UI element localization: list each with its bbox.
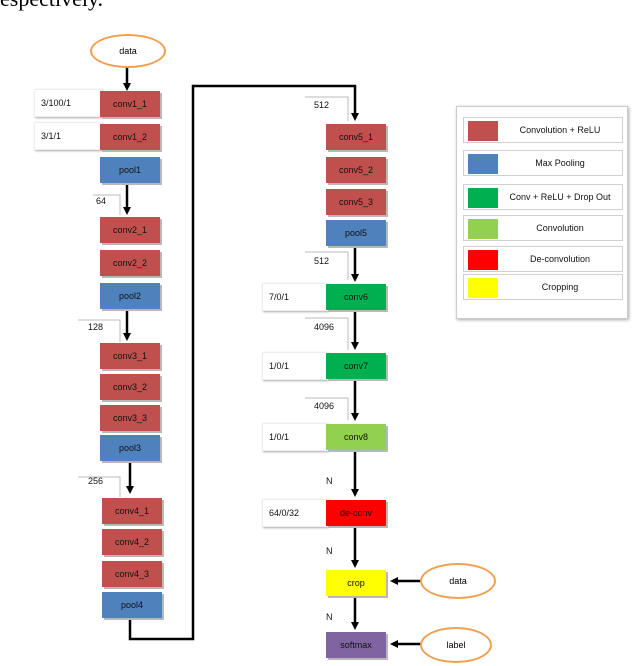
conv1-2-block: conv1_2 xyxy=(100,124,160,150)
legend-item: Conv + ReLU + Drop Out xyxy=(463,184,623,210)
legend-item: Cropping xyxy=(463,274,623,300)
conv5-3-block: conv5_3 xyxy=(326,189,386,215)
crop-block: crop xyxy=(326,570,386,596)
conv6-block: conv6 xyxy=(326,284,386,310)
pool3-block: pool3 xyxy=(100,435,160,461)
conv8-param: 1/0/1 xyxy=(262,423,328,451)
pool1-block: pool1 xyxy=(100,157,160,183)
legend: Convolution + ReLU Max Pooling Conv + Re… xyxy=(456,106,628,319)
conv8-block: conv8 xyxy=(326,424,386,450)
deconv-block: de-conv xyxy=(326,500,386,526)
legend-item: Max Pooling xyxy=(463,150,623,176)
legend-swatch xyxy=(468,154,498,174)
legend-swatch xyxy=(468,250,498,270)
conv4-1-block: conv4_1 xyxy=(102,498,162,524)
conv4-3-block: conv4_3 xyxy=(102,561,162,587)
conv1-1-block: conv1_1 xyxy=(100,91,160,117)
conv7-param: 1/0/1 xyxy=(262,352,328,380)
legend-label: Convolution xyxy=(536,223,584,233)
legend-swatch xyxy=(468,188,498,208)
legend-label: Conv + ReLU + Drop Out xyxy=(509,192,611,202)
legend-item: Convolution + ReLU xyxy=(463,117,623,143)
channels-64: 64 xyxy=(96,196,107,206)
deconv-param: 64/0/32 xyxy=(262,499,328,527)
pool4-block: pool4 xyxy=(102,592,162,618)
conv7-block: conv7 xyxy=(326,353,386,379)
caption-fragment: espectively. xyxy=(0,0,103,12)
conv2-1-block: conv2_1 xyxy=(100,217,160,243)
channels-n-deconv: N xyxy=(326,476,333,486)
conv4-2-block: conv4_2 xyxy=(102,529,162,555)
conv3-2-block: conv3_2 xyxy=(100,374,160,400)
conv5-2-block: conv5_2 xyxy=(326,157,386,183)
softmax-block: softmax xyxy=(326,632,386,658)
conv2-2-block: conv2_2 xyxy=(100,250,160,276)
crop-data-ellipse: data xyxy=(420,563,496,599)
channels-n-crop: N xyxy=(326,546,333,556)
channels-4096-a: 4096 xyxy=(314,322,335,332)
legend-label: Cropping xyxy=(541,282,579,292)
legend-label: Convolution + ReLU xyxy=(519,125,601,135)
conv1-2-param: 3/1/1 xyxy=(34,122,102,150)
conv1-1-param: 3/100/1 xyxy=(34,89,102,117)
channels-256: 256 xyxy=(88,476,104,486)
conv6-param: 7/0/1 xyxy=(262,283,328,311)
conv3-1-block: conv3_1 xyxy=(100,343,160,369)
conv5-1-block: conv5_1 xyxy=(326,124,386,150)
legend-label: Max Pooling xyxy=(535,158,585,168)
channels-4096-b: 4096 xyxy=(314,401,335,411)
channels-512-a: 512 xyxy=(314,100,330,110)
channels-n-softmax: N xyxy=(326,612,333,622)
label-ellipse: label xyxy=(420,627,492,663)
pool5-block: pool5 xyxy=(326,220,386,246)
channels-512-b: 512 xyxy=(314,256,330,266)
pool2-block: pool2 xyxy=(100,283,160,309)
conv3-3-block: conv3_3 xyxy=(100,405,160,431)
input-data-ellipse: data xyxy=(90,34,166,68)
legend-swatch xyxy=(468,219,498,239)
legend-item: Convolution xyxy=(463,215,623,241)
legend-label: De-convolution xyxy=(529,254,591,264)
legend-swatch xyxy=(468,121,498,141)
channels-128: 128 xyxy=(88,322,104,332)
legend-swatch xyxy=(468,278,498,298)
legend-item: De-convolution xyxy=(463,246,623,272)
